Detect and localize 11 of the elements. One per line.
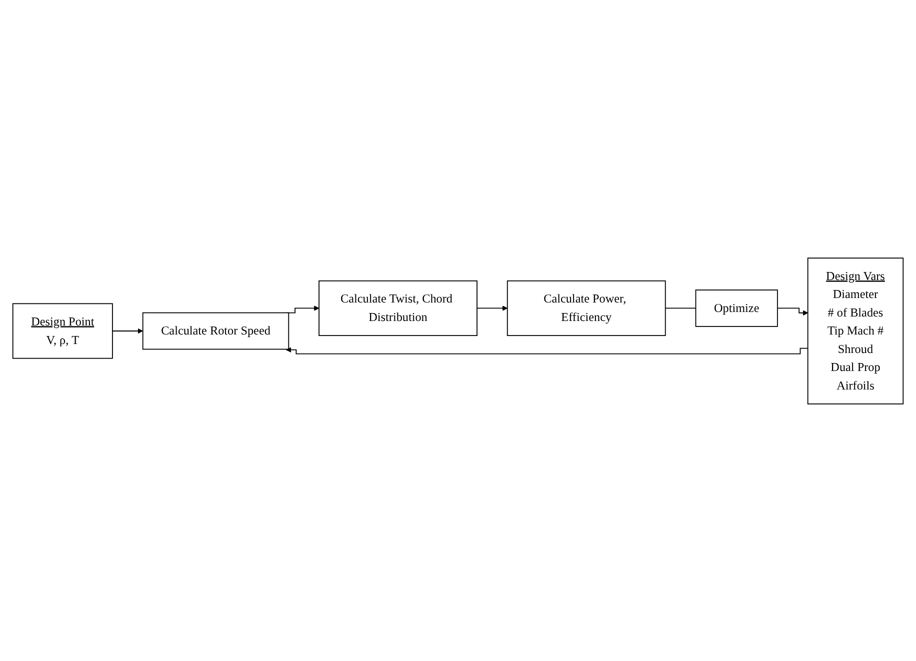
- node-box: Calculate Rotor Speed: [142, 312, 290, 350]
- arrow: [777, 307, 808, 316]
- node-box: Calculate Power, Efficiency: [506, 280, 666, 336]
- arrow: [476, 305, 508, 310]
- node-box: Design Point V, ρ, T: [12, 302, 113, 358]
- arrow: [286, 346, 808, 354]
- node-box: Design Vars Diameter # of Blades Tip Mach # Shroud Dual Prop Airfoils: [807, 257, 904, 404]
- arrow: [112, 328, 144, 334]
- connector: [664, 307, 696, 308]
- node-box: Calculate Twist, Chord Distribution: [318, 280, 478, 336]
- node-box: Optimize: [695, 289, 778, 326]
